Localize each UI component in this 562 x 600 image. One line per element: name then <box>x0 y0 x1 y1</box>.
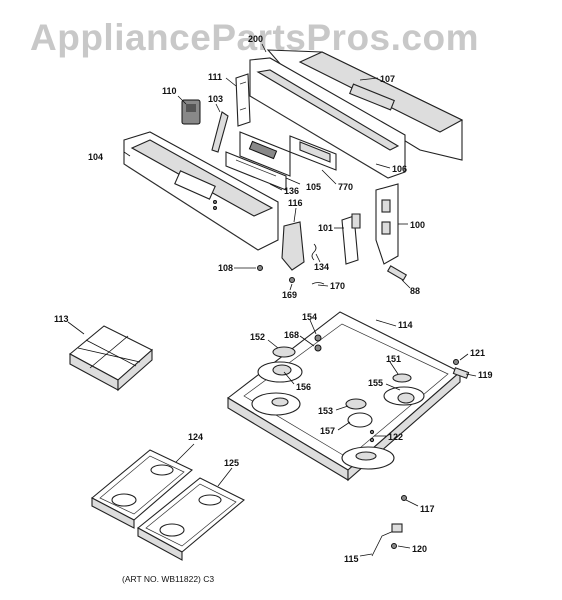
callout-169: 169 <box>282 290 297 300</box>
part-106-backsplash <box>249 57 406 179</box>
callout-104: 104 <box>88 152 103 162</box>
part-125-drip-tray <box>137 477 245 561</box>
part-770-control <box>289 135 337 171</box>
part-134-spring <box>311 243 317 261</box>
part-124-drip-tray <box>91 449 193 529</box>
part-108-screw <box>257 265 263 271</box>
callout-103: 103 <box>208 94 223 104</box>
callout-122: 122 <box>388 432 403 442</box>
part-116-bracket <box>281 221 305 271</box>
callout-120: 120 <box>412 544 427 554</box>
callout-200: 200 <box>248 34 263 44</box>
callout-101: 101 <box>318 223 333 233</box>
callout-153: 153 <box>318 406 333 416</box>
callout-134: 134 <box>314 262 329 272</box>
callout-157: 157 <box>320 426 335 436</box>
part-119-bracket <box>452 367 470 379</box>
callout-108: 108 <box>218 263 233 273</box>
part-170-clip <box>311 282 325 285</box>
part-113-grate <box>69 325 153 392</box>
callout-107: 107 <box>380 74 395 84</box>
art-number: (ART NO. WB11822) C3 <box>122 574 214 584</box>
callout-770: 770 <box>338 182 353 192</box>
part-88-pin <box>386 265 408 281</box>
callout-124: 124 <box>188 432 203 442</box>
callout-156: 156 <box>296 382 311 392</box>
part-153-burner-cap <box>345 398 367 410</box>
part-122-screws <box>369 429 375 443</box>
part-152-burner-cap <box>272 346 296 358</box>
callout-152: 152 <box>250 332 265 342</box>
part-157-burner <box>347 412 373 428</box>
callout-114: 114 <box>398 320 413 330</box>
part-114-cooktop <box>227 311 461 482</box>
part-168-orifice <box>314 344 322 352</box>
part-154-orifice <box>314 334 322 342</box>
callout-170: 170 <box>330 281 345 291</box>
callout-116: 116 <box>288 198 303 208</box>
part-101-bracket <box>341 213 361 265</box>
callout-121: 121 <box>470 348 485 358</box>
part-103-harness <box>211 111 229 153</box>
callout-115: 115 <box>344 554 359 564</box>
part-136-overlay <box>225 151 287 191</box>
callout-100: 100 <box>410 220 425 230</box>
part-110-switch <box>181 99 201 125</box>
part-100-side-bracket <box>375 183 399 265</box>
leader-lines <box>67 43 477 557</box>
callout-119: 119 <box>478 370 493 380</box>
part-104-control-panel <box>123 131 279 251</box>
callout-110: 110 <box>162 86 177 96</box>
callout-105: 105 <box>306 182 321 192</box>
callout-136: 136 <box>284 186 299 196</box>
part-115-igniter-lead <box>371 523 403 557</box>
callout-154: 154 <box>302 312 317 322</box>
callout-88: 88 <box>410 286 420 296</box>
callout-155: 155 <box>368 378 383 388</box>
callout-151: 151 <box>386 354 401 364</box>
part-169-screw <box>289 277 295 283</box>
callout-125: 125 <box>224 458 239 468</box>
callout-117: 117 <box>420 504 435 514</box>
callout-113: 113 <box>54 314 69 324</box>
part-111-bracket <box>235 73 251 127</box>
callout-106: 106 <box>392 164 407 174</box>
part-120-screw <box>391 543 397 549</box>
callout-111: 111 <box>208 72 222 82</box>
part-151-burner-cap <box>392 373 412 383</box>
callout-168: 168 <box>284 330 299 340</box>
part-121-screw <box>453 359 459 365</box>
part-107-top-trim <box>266 49 464 161</box>
part-105-control-board <box>239 131 291 177</box>
part-117-screw <box>401 495 407 501</box>
watermark-text: AppliancePartsPros.com <box>30 17 479 58</box>
